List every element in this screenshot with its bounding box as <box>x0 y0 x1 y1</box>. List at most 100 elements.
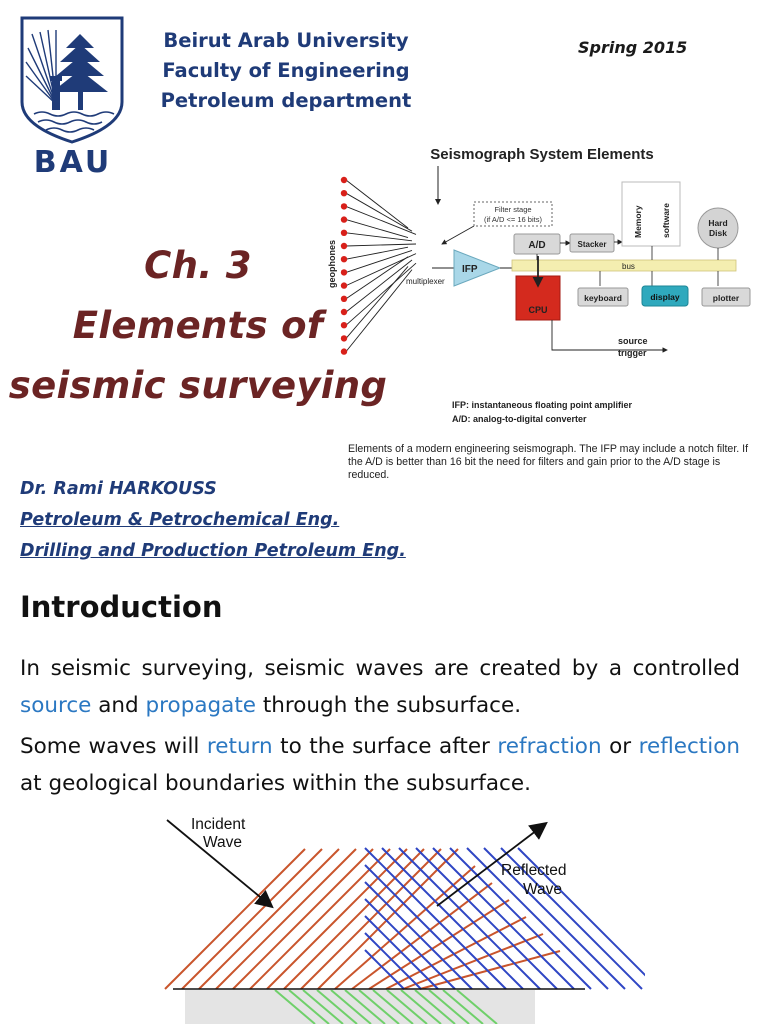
stacker-label: Stacker <box>578 240 607 249</box>
incident-wavefront <box>198 848 340 990</box>
seismograph-diagram: Seismograph System Elements geophones Fi… <box>322 138 762 438</box>
keyword-return: return <box>206 734 273 759</box>
slide-title: Ch. 3 Elements of seismic surveying <box>0 236 396 416</box>
ifp-amplifier <box>453 249 502 287</box>
author-affiliation-2: Drilling and Production Petroleum Eng. <box>20 541 406 561</box>
reflected-wavefront <box>364 847 507 990</box>
keyword-reflection: reflection <box>638 734 740 759</box>
refracted-wavefront <box>400 990 442 1024</box>
geophones-label: geophones <box>327 240 337 288</box>
reflected-wavefront <box>432 847 575 990</box>
incident-wavefront <box>419 950 561 990</box>
refracted-wavefront <box>428 990 470 1024</box>
incident-arrow <box>166 819 274 909</box>
geophone-cable <box>345 262 417 326</box>
geophone-dots <box>340 176 348 355</box>
geophone-dot <box>340 322 348 329</box>
university-name: Beirut Arab University <box>163 29 409 52</box>
reflected-arrow <box>436 821 548 907</box>
incident-wavefront <box>181 848 323 990</box>
hard-disk-label-2: Disk <box>709 228 727 238</box>
filter-stage-condition: (if A/D <= 16 bits) <box>484 215 542 224</box>
waves-icon <box>33 111 115 133</box>
title-line-3: seismic surveying <box>8 364 388 407</box>
refracted-wavefront <box>344 990 386 1024</box>
reflected-wavefront <box>500 847 643 990</box>
reflected-wavefront <box>364 881 473 990</box>
ifp-label: IFP <box>462 264 478 275</box>
filter-stage-label: Filter stage <box>494 205 531 214</box>
reflected-wavefront <box>466 847 609 990</box>
refracted-wavefront <box>442 990 484 1024</box>
hard-disk-label-1: Hard <box>708 218 727 228</box>
stacker-box <box>569 233 615 253</box>
refracted-wavefront <box>372 990 414 1024</box>
software-label: software <box>661 203 671 238</box>
paragraph-text: or <box>601 734 639 759</box>
geophone-cable <box>345 205 417 235</box>
reflected-wavefront <box>398 847 541 990</box>
incident-wavefront <box>232 848 374 990</box>
title-line-2: Elements of <box>72 304 324 347</box>
reflected-wavefront <box>381 847 524 990</box>
refracted-wavefront <box>358 990 400 1024</box>
geophone-dot <box>340 176 348 184</box>
reflected-wavefront <box>364 898 456 990</box>
geophone-dot <box>340 282 348 289</box>
cpu-label: CPU <box>528 305 547 315</box>
refracted-wavefronts <box>274 990 498 1024</box>
intro-paragraph-1: In seismic surveying, seismic waves are … <box>20 650 740 724</box>
reflected-wavefronts <box>364 847 660 990</box>
keyboard-box <box>577 287 629 307</box>
cedar-tree-icon <box>52 34 108 110</box>
geophone-dot <box>340 269 348 276</box>
title-line-1: Ch. 3 <box>144 244 252 287</box>
geophone-cable <box>345 179 409 229</box>
refracted-wavefront <box>414 990 456 1024</box>
paragraph-text: In seismic surveying, seismic waves are … <box>20 656 740 681</box>
paragraph-text: Some waves will <box>20 734 207 759</box>
diagram-caption: Elements of a modern engineering seismog… <box>348 443 749 481</box>
incident-wavefront <box>283 848 425 990</box>
refracted-wavefront <box>456 990 498 1024</box>
refracted-wavefront <box>316 990 358 1024</box>
incident-label-2: Wave <box>203 834 242 851</box>
legend-ad: A/D: analog-to-digital converter <box>452 414 587 424</box>
geophone-dot <box>340 216 348 223</box>
geophone-cables <box>345 179 454 352</box>
incident-wavefront <box>215 848 357 990</box>
plotter-box <box>701 287 751 307</box>
geophone-dot <box>340 256 348 263</box>
reflected-label-1: Reflected <box>501 862 566 879</box>
geophone-cable <box>345 246 409 260</box>
geophone-dot <box>340 308 348 316</box>
introduction-heading: Introduction <box>20 590 223 624</box>
refracted-wavefront <box>386 990 428 1024</box>
geophone-cable <box>345 249 413 273</box>
intro-paragraph-2: Some waves will return to the surface af… <box>20 728 740 802</box>
reflected-label-2: Wave <box>523 881 562 898</box>
bus-bar <box>511 259 737 272</box>
geophone-dot <box>340 335 348 342</box>
paragraph-text: and <box>91 693 146 718</box>
refracted-wavefront <box>302 990 344 1024</box>
author-affiliation-1: Petroleum & Petrochemical Eng. <box>20 510 340 530</box>
reflected-wavefront <box>483 847 626 990</box>
display-box <box>641 285 689 307</box>
geophone-dot <box>340 229 348 236</box>
incident-wavefront <box>266 848 408 990</box>
source-trigger-label-2: trigger <box>618 348 647 358</box>
paragraph-text: at geological boundaries within the subs… <box>20 771 531 796</box>
paragraph-text: through the subsurface. <box>256 693 522 718</box>
refracted-wavefront <box>274 990 316 1024</box>
incident-wavefront <box>249 848 391 990</box>
reflected-wavefront <box>449 847 592 990</box>
reflected-wavefront <box>415 847 558 990</box>
geophone-cable <box>345 243 417 247</box>
geophone-dot <box>340 348 348 355</box>
term-label: Spring 2015 <box>578 38 688 57</box>
incident-wavefront <box>402 933 544 990</box>
geophone-cable <box>345 266 409 339</box>
reflected-wavefront <box>364 932 422 990</box>
logo-text: BAU <box>34 145 113 179</box>
